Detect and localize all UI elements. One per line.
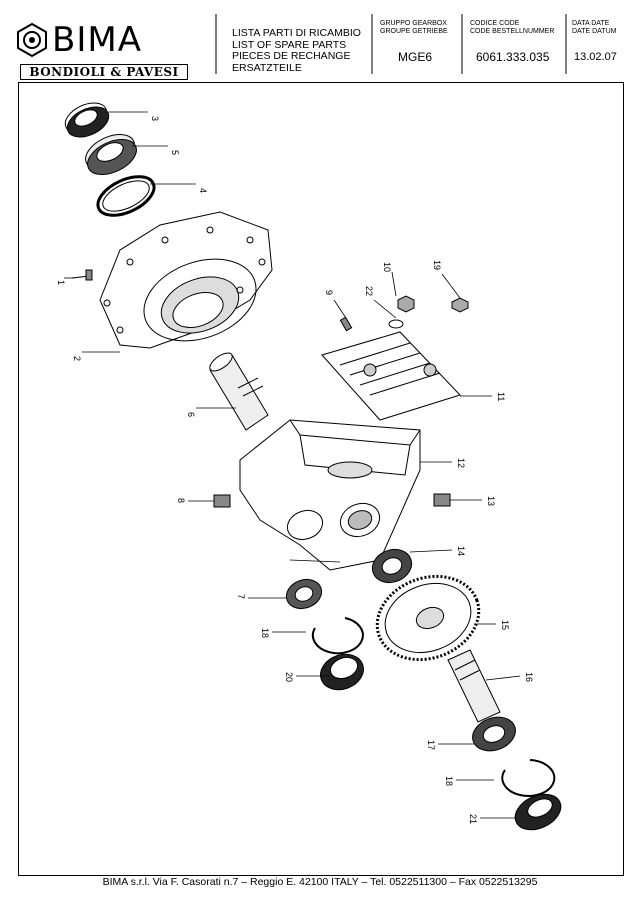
part-11-cover-plate — [321, 331, 461, 421]
label-7: 7 — [236, 594, 246, 599]
label-10: 10 — [382, 262, 392, 272]
label-18-upper: 18 — [260, 628, 270, 638]
label-16: 16 — [524, 672, 534, 682]
part-6-shaft — [209, 352, 269, 431]
group-label-2: GROUPE GETRIEBE — [380, 28, 448, 35]
label-14: 14 — [456, 546, 466, 556]
part-7-bearing — [285, 578, 323, 610]
brand-subtitle: BONDIOLI & PAVESI — [20, 64, 188, 80]
part-3-oil-seal — [64, 102, 110, 138]
brand-logo-text: BIMA — [52, 20, 142, 60]
part-13-plug — [433, 493, 451, 507]
title-block-lines — [17, 14, 567, 74]
label-5: 5 — [170, 150, 180, 155]
date-value: 13.02.07 — [574, 51, 617, 63]
part-10-nut — [397, 295, 415, 313]
group-label-1: GRUPPO GEARBOX — [380, 20, 447, 27]
part-2-flange-cover — [99, 211, 273, 349]
label-9: 9 — [324, 290, 334, 295]
date-label-1: DATA DATE — [572, 20, 610, 27]
label-1: 1 — [56, 280, 66, 285]
group-value: MGE6 — [398, 50, 433, 64]
leader-lines — [64, 111, 521, 819]
part-15-gear — [375, 574, 481, 662]
part-20-nut — [451, 297, 469, 313]
date-cell: DATA DATE DATE DATUM 13.02.07 — [572, 20, 617, 63]
part-4-o-ring — [96, 175, 156, 217]
title-block: BIMA BONDIOLI & PAVESI LISTA PARTI DI RI… — [8, 6, 632, 80]
part-21-seal — [320, 653, 364, 691]
label-2: 2 — [72, 356, 82, 361]
label-4: 4 — [198, 188, 208, 193]
part-18-circlip-lower — [501, 759, 556, 797]
label-15: 15 — [500, 620, 510, 630]
label-17: 17 — [426, 740, 436, 750]
part-8-plug — [213, 494, 231, 508]
code-value: 6061.333.035 — [476, 50, 550, 64]
part-1-screw — [71, 269, 93, 281]
part-16-shaft — [447, 649, 501, 723]
label-3: 3 — [150, 116, 160, 121]
footer-address: BIMA s.r.l. Via F. Casorati n.7 – Reggio… — [102, 876, 538, 888]
sheet-titles: LISTA PARTI DI RICAMBIO LIST OF SPARE PA… — [232, 27, 361, 74]
date-label-2: DATE DATUM — [572, 28, 617, 35]
group-cell: GRUPPO GEARBOX GROUPE GETRIEBE MGE6 — [380, 20, 448, 64]
part-14-bearing — [371, 548, 413, 584]
label-20: 19 — [432, 260, 442, 270]
label-18-lower: 18 — [444, 776, 454, 786]
title-it: LISTA PARTI DI RICAMBIO — [232, 27, 361, 39]
title-en: LIST OF SPARE PARTS — [232, 38, 347, 51]
drawing-frame — [18, 82, 624, 876]
label-21: 20 — [284, 672, 294, 682]
code-label-1: CODICE CODE — [470, 20, 520, 27]
code-label-2: CODE BESTELLNUMMER — [470, 28, 555, 35]
part-17-bearing — [472, 716, 516, 752]
label-6: 6 — [186, 412, 196, 417]
label-12: 12 — [456, 458, 466, 468]
title-de: ERSATZTEILE — [232, 61, 302, 74]
part-19-seal — [514, 793, 562, 831]
part-12-housing — [239, 419, 421, 571]
part-labels: 3 5 4 1 2 6 9 10 22 19 11 12 8 13 14 7 1… — [56, 116, 534, 824]
part-9-bolt — [339, 316, 353, 332]
part-22-washer — [388, 319, 404, 329]
label-11: 11 — [496, 392, 506, 401]
part-18-circlip-upper — [311, 617, 364, 655]
label-19: 21 — [468, 814, 478, 824]
title-fr: PIECES DE RECHANGE — [232, 50, 351, 62]
bima-logo-icon — [17, 22, 47, 58]
code-cell: CODICE CODE CODE BESTELLNUMMER 6061.333.… — [470, 20, 554, 64]
label-13: 13 — [486, 496, 496, 506]
label-8: 8 — [176, 498, 186, 503]
label-22: 22 — [364, 286, 374, 296]
